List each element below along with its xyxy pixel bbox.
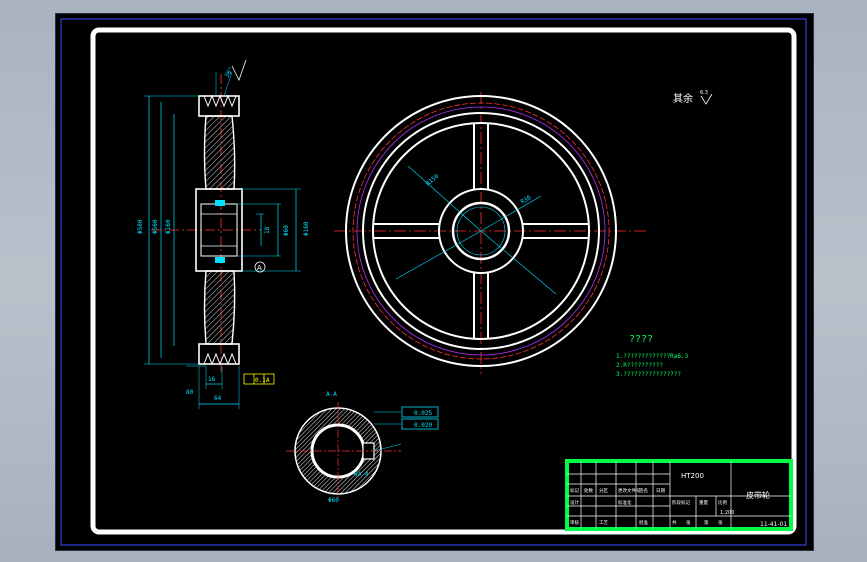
- tb-cell-process: 工艺: [599, 520, 608, 526]
- datum-circle: [254, 261, 266, 273]
- tb-cell-weight: 重量: [699, 499, 708, 506]
- surface-note-label: 其余: [673, 92, 693, 105]
- tol-side-datum: A: [266, 377, 270, 384]
- dim-web-radius: R150: [425, 173, 441, 188]
- title-material: HT200: [681, 472, 704, 480]
- section-key-depth: 64.4: [354, 471, 369, 478]
- tech-req-line-3: 3.????????????????: [616, 371, 681, 378]
- dim-web-dia: Φ160: [165, 219, 172, 234]
- roughness-symbol: [700, 93, 713, 105]
- section-label: A-A: [326, 391, 337, 398]
- cad-drawing-canvas[interactable]: Φ580 Φ560 Φ160 Φ160 Φ60 18 64 16 80 38° …: [56, 14, 813, 550]
- dim-bore-dia: Φ60: [283, 225, 290, 236]
- tb-cell-count: 处数: [584, 487, 593, 494]
- tb-cell-mark: 标记: [570, 487, 579, 494]
- tb-cell-sheet: 张: [718, 519, 723, 526]
- dim-groove-angle: 38°: [224, 66, 235, 79]
- tb-cell-approve: 批准: [639, 519, 648, 526]
- tol-side-value: 0.1: [255, 377, 266, 384]
- tech-req-title: ????: [629, 334, 653, 345]
- tb-scale-value: 1:200: [720, 510, 734, 516]
- dim-hub-dia: Φ160: [303, 221, 310, 236]
- tb-cell-design: 设计: [570, 499, 579, 506]
- tb-cell-sheets: 张: [686, 519, 691, 526]
- surface-note-value: 6.3: [700, 90, 708, 96]
- title-block: [565, 459, 793, 531]
- section-view: [286, 402, 402, 500]
- tol-frame-1-value: 0.025: [414, 410, 432, 417]
- tech-req-line-2: 2.R??????????: [616, 362, 663, 369]
- front-view: [334, 92, 649, 374]
- tb-cell-total: 共: [672, 519, 677, 526]
- tol-frame-2: [401, 418, 439, 430]
- tb-cell-change-doc: 更改文件号: [618, 487, 641, 494]
- side-view: [144, 59, 301, 409]
- tb-cell-no: 第: [704, 519, 709, 526]
- outer-frame: [60, 18, 807, 546]
- tol-frame-1: [401, 406, 439, 418]
- dim-groove-width: 16: [208, 376, 216, 383]
- section-bore: Φ60: [328, 497, 339, 504]
- tb-cell-date: 日期: [656, 488, 665, 494]
- tolerance-frame-side: [243, 373, 275, 385]
- dim-overall-dia: Φ580: [137, 219, 144, 234]
- dim-spoke: R30: [520, 194, 533, 206]
- title-drawing-no: 11-41-01: [760, 521, 787, 528]
- tb-cell-review: 审核: [570, 519, 579, 526]
- cad-viewport[interactable]: Φ580 Φ560 Φ160 Φ160 Φ60 18 64 16 80 38° …: [55, 13, 814, 551]
- tb-cell-zone: 分区: [599, 487, 608, 494]
- tech-req-line-1: 1.?????????????Ra6.3: [616, 353, 689, 360]
- tol-frame-2-value: 0.020: [414, 422, 432, 429]
- tb-cell-stage: 阶段标记: [672, 499, 690, 506]
- dim-hub-len: 80: [186, 389, 194, 396]
- tb-cell-sign: 签名: [639, 487, 648, 494]
- dim-width: 64: [214, 395, 222, 402]
- dim-keyway: 18: [264, 226, 271, 234]
- title-part-name: 皮带轮: [746, 490, 770, 500]
- dim-pitch-dia: Φ560: [152, 219, 159, 234]
- datum-label: A: [257, 264, 262, 272]
- tb-cell-standard: 标准化: [618, 499, 632, 506]
- tb-cell-scale: 比例: [718, 499, 727, 506]
- sheet-border: [90, 27, 797, 535]
